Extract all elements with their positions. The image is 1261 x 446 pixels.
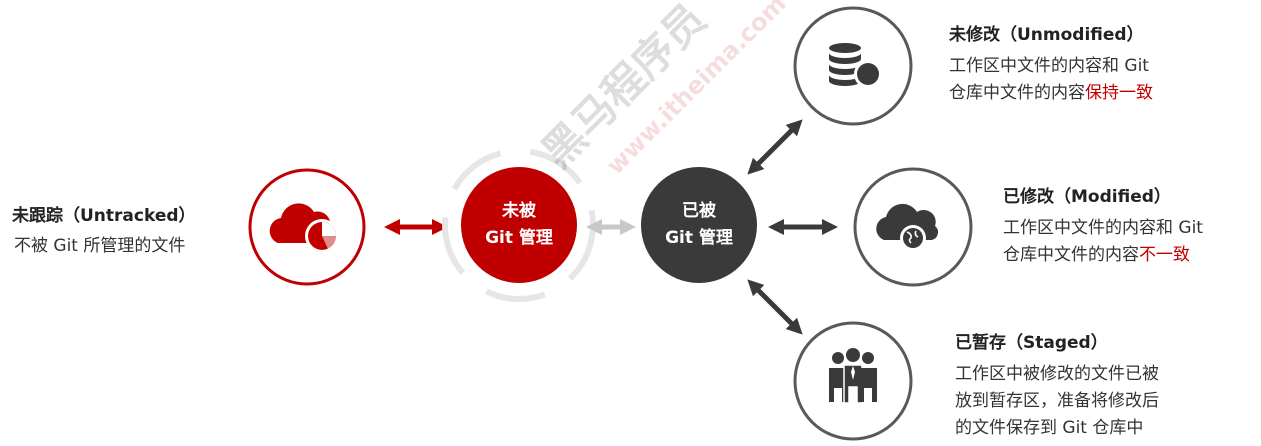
staged-line3: 的文件保存到 Git 仓库中 [955, 418, 1144, 438]
untracked-desc: 不被 Git 所管理的文件 [14, 236, 186, 256]
arrow-to-staged [747, 279, 803, 335]
state-untracked-line2: Git 管理 [485, 228, 553, 248]
cloud-pie-icon [269, 203, 339, 253]
state-tracked-line2: Git 管理 [665, 228, 733, 248]
state-untracked-label: 未被 Git 管理 [461, 198, 577, 252]
state-untracked-line1: 未被 [502, 201, 536, 221]
unmodified-highlight: 保持一致 [1085, 83, 1153, 103]
untracked-title: 未跟踪（Untracked） [12, 206, 196, 226]
staged-title: 已暂存（Staged） [955, 333, 1108, 353]
modified-title: 已修改（Modified） [1003, 187, 1171, 207]
modified-highlight: 不一致 [1139, 245, 1190, 265]
state-tracked-circle [641, 167, 757, 283]
unmodified-line2-prefix: 仓库中文件的内容 [949, 83, 1085, 103]
unmodified-line2: 仓库中文件的内容保持一致 [949, 80, 1153, 107]
modified-line1: 工作区中文件的内容和 Git [1003, 218, 1203, 238]
modified-line2: 仓库中文件的内容不一致 [1003, 242, 1190, 269]
people-icon [829, 348, 877, 404]
cloud-globe-icon [876, 203, 939, 251]
staged-line2: 放到暂存区，准备将修改后 [955, 391, 1159, 411]
unmodified-node [793, 6, 913, 126]
arrow-to-unmodified [747, 119, 803, 175]
staged-node [793, 321, 913, 441]
untracked-node [248, 168, 366, 286]
database-icon [829, 43, 882, 88]
staged-line1: 工作区中被修改的文件已被 [955, 364, 1159, 384]
unmodified-line1: 工作区中文件的内容和 Git [949, 56, 1149, 76]
modified-line2-prefix: 仓库中文件的内容 [1003, 245, 1139, 265]
state-tracked-label: 已被 Git 管理 [641, 198, 757, 252]
state-tracked-line1: 已被 [682, 201, 716, 221]
unmodified-title: 未修改（Unmodified） [949, 25, 1144, 45]
state-untracked-circle [461, 167, 577, 283]
modified-node [853, 167, 973, 287]
